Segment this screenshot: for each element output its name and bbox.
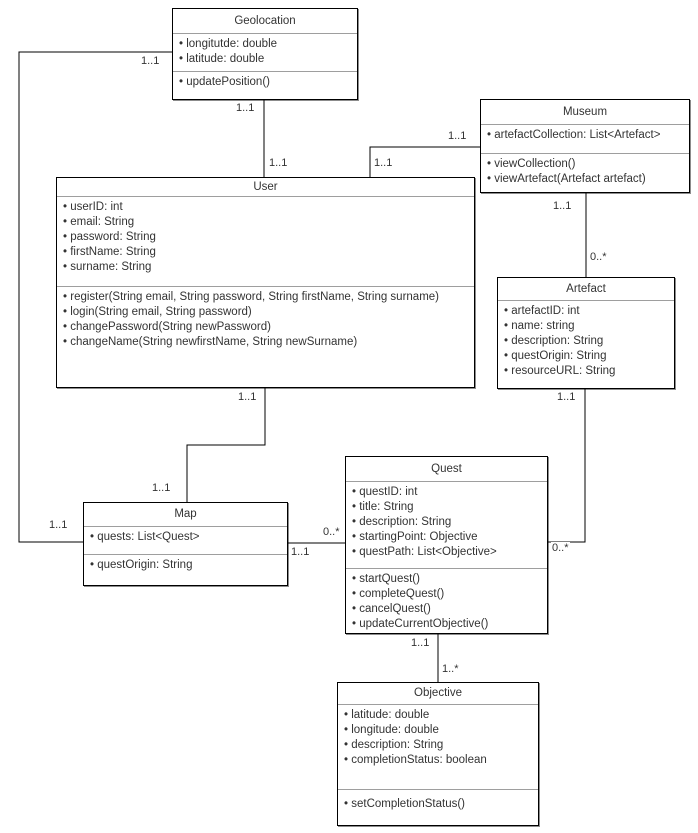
multiplicity-label: 1..1 <box>268 157 289 169</box>
class-title: Objective <box>414 687 462 699</box>
method: updateCurrentObjective() <box>352 617 543 632</box>
methods-compartment: setCompletionStatus() <box>338 789 538 825</box>
class-museum[interactable]: Museum artefactCollection: List<Artefact… <box>480 99 690 193</box>
attribute: artefactCollection: List<Artefact> <box>487 128 685 143</box>
edge-geolocation-map <box>18 51 172 543</box>
attribute: quests: List<Quest> <box>90 530 283 545</box>
methods-compartment: questOrigin: String <box>84 554 287 585</box>
multiplicity-label: 1..1 <box>151 482 172 494</box>
multiplicity-label: 1..1 <box>140 55 161 67</box>
class-objective[interactable]: Objective latitude: double longitude: do… <box>337 682 539 826</box>
method: completeQuest() <box>352 587 543 602</box>
edge-artefact-quest <box>548 389 586 543</box>
method: register(String email, String password, … <box>63 290 470 305</box>
method: startQuest() <box>352 572 543 587</box>
class-title: User <box>253 180 278 193</box>
attribute: email: String <box>63 215 470 230</box>
multiplicity-label: 1..1 <box>373 157 394 169</box>
multiplicity-label: 1..1 <box>410 637 431 649</box>
attribute: description: String <box>504 334 670 349</box>
attributes-compartment: questID: int title: String description: … <box>346 481 547 568</box>
multiplicity-label: 1..1 <box>48 519 69 531</box>
multiplicity-label: 1..1 <box>290 546 311 558</box>
class-title: Quest <box>431 462 462 475</box>
method: cancelQuest() <box>352 602 543 617</box>
multiplicity-label: 0..* <box>322 526 341 538</box>
attribute: title: String <box>352 500 543 515</box>
multiplicity-label: 1..1 <box>235 102 256 114</box>
class-title: Museum <box>562 105 608 118</box>
method: updatePosition() <box>179 75 353 90</box>
method: login(String email, String password) <box>63 305 470 320</box>
multiplicity-label: 0..* <box>551 542 570 554</box>
attributes-compartment: latitude: double longitude: double descr… <box>338 704 538 789</box>
attribute: questID: int <box>352 485 543 500</box>
attributes-compartment: quests: List<Quest> <box>84 526 287 554</box>
attribute: longitude: double <box>344 723 534 738</box>
edge-museum-user <box>369 146 480 177</box>
method: viewCollection() <box>487 157 685 172</box>
class-map[interactable]: Map quests: List<Quest> questOrigin: Str… <box>83 502 288 586</box>
multiplicity-label: 1..1 <box>447 130 468 142</box>
attribute: artefactID: int <box>504 304 670 319</box>
attributes-compartment: artefactCollection: List<Artefact> <box>481 124 689 153</box>
multiplicity-label: 1..* <box>441 663 460 675</box>
class-title: Artefact <box>566 282 606 295</box>
method: changeName(String newfirstName, String n… <box>63 335 470 350</box>
method: viewArtefact(Artefact artefact) <box>487 172 685 187</box>
attributes-compartment: longitutde: double latitude: double <box>173 33 357 71</box>
methods-compartment: viewCollection() viewArtefact(Artefact a… <box>481 153 689 194</box>
attribute: password: String <box>63 230 470 245</box>
methods-compartment: register(String email, String password, … <box>57 286 474 389</box>
attribute: firstName: String <box>63 245 470 260</box>
attribute: resourceURL: String <box>504 364 670 379</box>
class-user[interactable]: User userID: int email: String password:… <box>56 177 475 388</box>
attributes-compartment: userID: int email: String password: Stri… <box>57 196 474 286</box>
attribute: startingPoint: Objective <box>352 530 543 545</box>
edge-user-map <box>186 388 266 502</box>
multiplicity-label: 1..1 <box>237 391 258 403</box>
multiplicity-label: 1..1 <box>552 200 573 212</box>
attribute: name: string <box>504 319 670 334</box>
class-geolocation[interactable]: Geolocation longitutde: double latitude:… <box>172 8 358 100</box>
method: setCompletionStatus() <box>344 797 534 812</box>
attribute: surname: String <box>63 260 470 275</box>
multiplicity-label: 0..* <box>589 251 608 263</box>
attribute: description: String <box>352 515 543 530</box>
attribute: questPath: List<Objective> <box>352 545 543 560</box>
class-artefact[interactable]: Artefact artefactID: int name: string de… <box>497 277 675 389</box>
attribute: userID: int <box>63 200 470 215</box>
method: changePassword(String newPassword) <box>63 320 470 335</box>
attribute: description: String <box>344 738 534 753</box>
multiplicity-label: 1..1 <box>556 391 577 403</box>
methods-compartment: startQuest() completeQuest() cancelQuest… <box>346 568 547 633</box>
attribute: longitutde: double <box>179 37 353 52</box>
methods-compartment: updatePosition() <box>173 71 357 101</box>
attributes-compartment: artefactID: int name: string description… <box>498 300 674 390</box>
method: questOrigin: String <box>90 558 283 573</box>
class-title: Map <box>174 508 197 520</box>
attribute: completionStatus: boolean <box>344 753 534 768</box>
attribute: questOrigin: String <box>504 349 670 364</box>
class-title: Geolocation <box>234 14 296 27</box>
attribute: latitude: double <box>344 708 534 723</box>
attribute: latitude: double <box>179 52 353 67</box>
class-quest[interactable]: Quest questID: int title: String descrip… <box>345 456 548 634</box>
